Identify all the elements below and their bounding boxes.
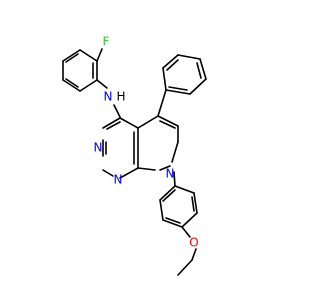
- bond: [79, 49, 98, 62]
- bond: [79, 79, 98, 92]
- bond: [113, 104, 121, 118]
- structure-drawing: F N H N N N O: [62, 35, 207, 276]
- ethoxyphenyl-ring: [159, 185, 198, 228]
- bond: [162, 219, 183, 228]
- bond: [106, 121, 121, 130]
- bond: [137, 115, 159, 129]
- bond: [119, 167, 139, 179]
- bond: [162, 67, 167, 91]
- bond: [193, 192, 198, 214]
- bond: [168, 86, 188, 91]
- bond: [191, 196, 195, 212]
- bond: [165, 89, 191, 95]
- bond: [96, 79, 108, 89]
- fluorine-atom-label: F: [103, 35, 110, 49]
- bond: [102, 117, 121, 129]
- oxygen-atom-label: O: [189, 236, 198, 250]
- n3-atom-label: N: [94, 141, 103, 155]
- bond: [159, 120, 176, 129]
- n1-atom-label: N: [114, 173, 123, 187]
- bond: [119, 117, 139, 129]
- bond: [181, 212, 198, 228]
- bond: [159, 185, 176, 201]
- bond: [181, 226, 191, 238]
- pyrimidine-ring: [102, 117, 139, 179]
- pyrrole-ring: [137, 115, 179, 171]
- bond: [62, 49, 81, 62]
- bond: [96, 48, 103, 62]
- bond: [174, 185, 195, 194]
- bond: [189, 78, 207, 95]
- bond: [173, 171, 176, 187]
- bond: [196, 62, 202, 79]
- bond: [102, 169, 114, 177]
- bond: [199, 58, 207, 80]
- bond: [177, 259, 193, 276]
- bond: [159, 165, 171, 171]
- bond: [62, 79, 81, 92]
- bond: [159, 199, 164, 221]
- bond: [65, 53, 79, 63]
- bond: [191, 248, 197, 261]
- bond: [166, 59, 179, 71]
- bond: [157, 89, 167, 117]
- bond: [162, 189, 176, 202]
- n7-atom-label: N: [166, 167, 175, 181]
- bond: [157, 115, 179, 127]
- amine-nitrogen-label: N: [104, 90, 113, 104]
- bond: [162, 54, 179, 69]
- bond: [137, 167, 156, 171]
- fluorophenyl-ring: [62, 48, 103, 92]
- bond: [171, 141, 179, 163]
- bond: [165, 217, 181, 224]
- bond: [177, 54, 201, 60]
- bond: [65, 78, 79, 88]
- amine-hydrogen-label: H: [116, 90, 125, 104]
- molecule-canvas: F N H N N N O: [62, 35, 207, 276]
- phenyl-ring: [162, 54, 207, 95]
